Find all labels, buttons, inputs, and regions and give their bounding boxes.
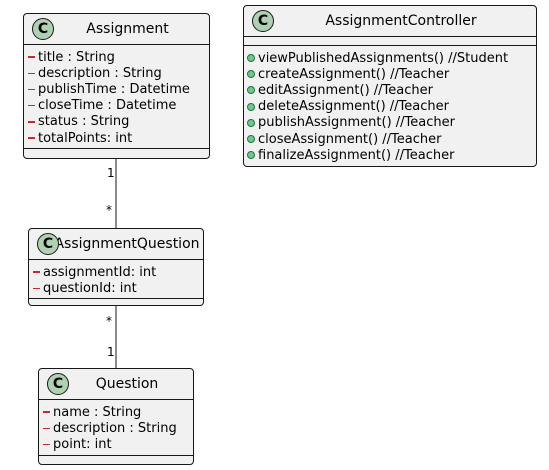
class-icon: C: [37, 233, 59, 255]
private-visibility-icon: [24, 121, 38, 123]
class-divider: [29, 298, 203, 300]
public-visibility-icon: [244, 151, 258, 160]
class-icon: C: [252, 10, 274, 32]
attribute-list: assignmentId: int questionId: int: [29, 260, 203, 298]
class-name: AssignmentQuestion: [54, 236, 200, 252]
class-icon: C: [47, 373, 69, 395]
multiplicity-label: *: [106, 314, 112, 328]
class-divider: [29, 259, 203, 260]
class-divider: [39, 399, 193, 400]
method-list-empty: [39, 456, 193, 464]
attribute: questionId: int: [29, 280, 203, 296]
method: publishAssignment() //Teacher: [244, 115, 536, 131]
class-divider: [244, 36, 536, 37]
private-visibility-icon: [24, 137, 38, 139]
class-icon: C: [32, 18, 54, 40]
public-visibility-icon: [244, 135, 258, 144]
attribute: title : String: [24, 49, 209, 65]
attribute: publishTime : Datetime: [24, 81, 209, 97]
attribute: name : String: [39, 404, 193, 420]
private-visibility-icon: [39, 427, 53, 430]
class-header: C AssignmentQuestion: [29, 229, 203, 259]
method-list: viewPublishedAssignments() //Student cre…: [244, 46, 536, 165]
attribute: status : String: [24, 114, 209, 130]
class-assignment[interactable]: C Assignment title : String description …: [23, 13, 210, 159]
attribute: point: int: [39, 436, 193, 452]
multiplicity-label: 1: [107, 166, 115, 180]
attribute: description : String: [39, 420, 193, 436]
public-visibility-icon: [244, 118, 258, 127]
method-list-empty: [24, 149, 209, 157]
attribute-list-empty: [244, 37, 536, 45]
class-header: C Question: [39, 369, 193, 399]
class-header: C Assignment: [24, 14, 209, 44]
private-visibility-icon: [24, 72, 38, 75]
class-divider: [24, 44, 209, 45]
private-visibility-icon: [29, 287, 43, 290]
method: deleteAssignment() //Teacher: [244, 99, 536, 115]
class-assignment-controller[interactable]: C AssignmentController viewPublishedAssi…: [243, 5, 537, 167]
attribute-list: name : String description : String point…: [39, 400, 193, 455]
class-header: C AssignmentController: [244, 6, 536, 36]
attribute: description : String: [24, 65, 209, 81]
method: createAssignment() //Teacher: [244, 66, 536, 82]
class-assignment-question[interactable]: C AssignmentQuestion assignmentId: int q…: [28, 228, 204, 306]
method-list-empty: [29, 299, 203, 307]
public-visibility-icon: [244, 102, 258, 111]
class-name: Assignment: [86, 21, 169, 37]
public-visibility-icon: [244, 86, 258, 95]
method: closeAssignment() //Teacher: [244, 131, 536, 147]
multiplicity-label: 1: [107, 345, 115, 359]
class-question[interactable]: C Question name : String description : S…: [38, 368, 194, 465]
attribute: assignmentId: int: [29, 264, 203, 280]
class-name: Question: [95, 376, 159, 392]
private-visibility-icon: [24, 88, 38, 91]
class-divider: [39, 454, 193, 456]
attribute-list: title : String description : String publ…: [24, 45, 209, 148]
method: finalizeAssignment() //Teacher: [244, 147, 536, 163]
attribute: closeTime : Datetime: [24, 98, 209, 114]
private-visibility-icon: [24, 104, 38, 107]
method: editAssignment() //Teacher: [244, 82, 536, 98]
private-visibility-icon: [39, 411, 53, 413]
attribute: totalPoints: int: [24, 130, 209, 146]
private-visibility-icon: [39, 443, 53, 446]
class-divider: [244, 45, 536, 46]
public-visibility-icon: [244, 54, 258, 63]
private-visibility-icon: [24, 56, 38, 58]
private-visibility-icon: [29, 271, 43, 273]
public-visibility-icon: [244, 70, 258, 79]
multiplicity-label: *: [106, 203, 112, 217]
class-divider: [24, 148, 209, 150]
method: viewPublishedAssignments() //Student: [244, 50, 536, 66]
class-name: AssignmentController: [325, 13, 477, 29]
